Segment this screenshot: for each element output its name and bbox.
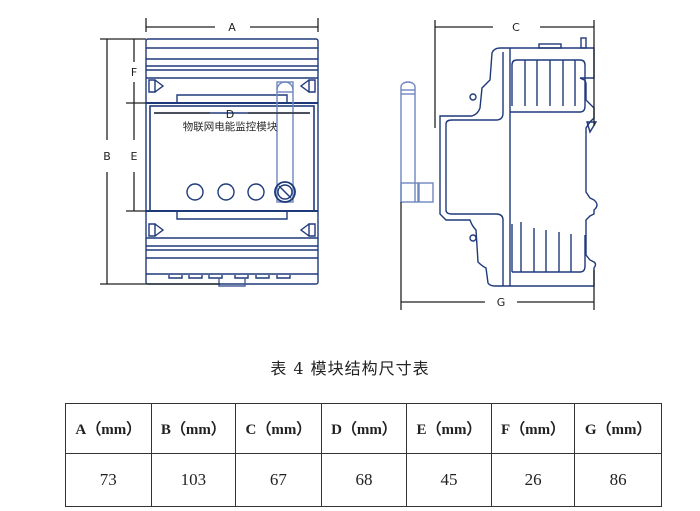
header-f: F（mm）: [490, 403, 576, 454]
module-label: 物联网电能监控模块: [183, 120, 278, 133]
side-view: [400, 37, 598, 287]
value-d: 68: [320, 453, 408, 507]
table-row: 73 103 67 68 45 26 86: [65, 453, 662, 507]
value-a: 73: [65, 453, 152, 507]
header-g: G（mm）: [574, 403, 662, 454]
antenna: [400, 81, 434, 203]
side-dimensions: [400, 20, 595, 310]
clip-tab-top-left: [148, 79, 165, 93]
dim-label-e: E: [131, 150, 138, 163]
top-fins: [510, 59, 586, 113]
header-a: A（mm）: [65, 403, 152, 454]
side-body-outline: [439, 47, 598, 287]
button-1: [186, 183, 204, 201]
clip-tab-bottom-right: [299, 223, 316, 237]
dim-label-a: A: [228, 21, 236, 34]
dim-label-d: D: [226, 108, 234, 121]
clip-tab-top-right: [299, 79, 316, 93]
button-3: [247, 183, 265, 201]
dim-label-c: C: [512, 21, 520, 34]
table-caption: 表 4 模块结构尺寸表: [270, 359, 430, 378]
header-c: C（mm）: [235, 403, 322, 454]
value-e: 45: [406, 453, 492, 507]
front-body-outline: [145, 38, 319, 285]
bottom-fins: [511, 222, 586, 273]
dimension-drawing: 物联网电能监控模块 A D B E F: [100, 18, 598, 310]
table-header-row: A（mm） B（mm） C（mm） D（mm） E（mm） F（mm） G（mm…: [65, 403, 662, 454]
dimension-table: A（mm） B（mm） C（mm） D（mm） E（mm） F（mm） G（mm…: [65, 403, 662, 507]
button-2: [217, 183, 235, 201]
value-f: 26: [490, 453, 576, 507]
value-b: 103: [150, 453, 237, 507]
front-view: [145, 38, 319, 287]
dim-label-f: F: [131, 66, 137, 79]
dim-label-b: B: [103, 150, 111, 163]
header-b: B（mm）: [150, 403, 237, 454]
value-c: 67: [235, 453, 322, 507]
clip-tab-bottom-left: [148, 223, 165, 237]
value-g: 86: [574, 453, 662, 507]
header-d: D（mm）: [320, 403, 408, 454]
front-dimensions: [100, 18, 319, 285]
dim-label-g: G: [497, 296, 506, 309]
header-e: E（mm）: [406, 403, 492, 454]
din-latch: [218, 278, 246, 287]
